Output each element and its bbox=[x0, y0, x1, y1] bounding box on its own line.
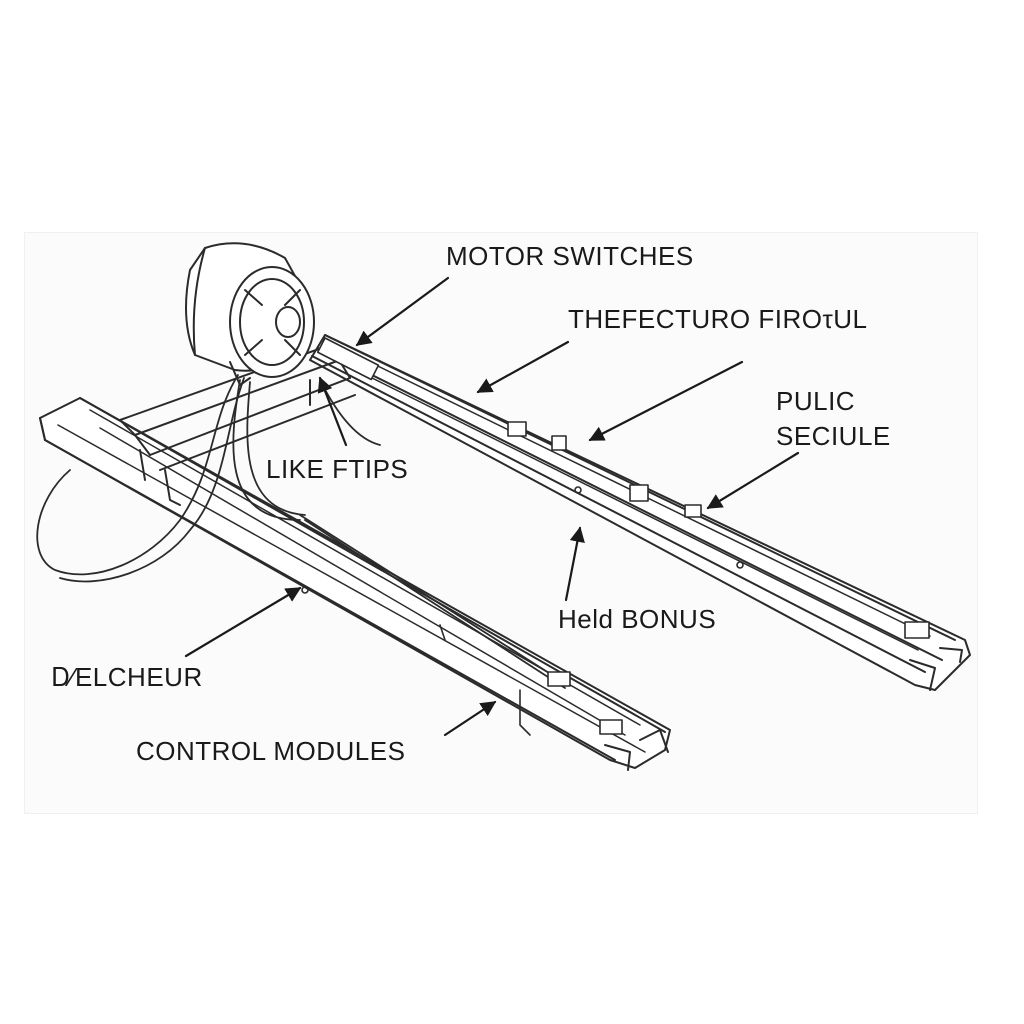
label-thefecturo-firotul: THEFECTURO FIROτUL bbox=[568, 304, 868, 334]
label-pulic-seciule: PULIC SECIULE bbox=[776, 384, 891, 454]
label-held-bonus: Held BONUS bbox=[558, 604, 717, 634]
arrow-like-ftips bbox=[317, 376, 348, 447]
arrow-control-modules bbox=[443, 700, 497, 737]
right-rail bbox=[309, 334, 971, 691]
cable-loop bbox=[36, 374, 566, 689]
label-pulic-seciule-line2: SECIULE bbox=[776, 421, 891, 452]
label-pulic-seciule-line1: PULIC bbox=[776, 386, 856, 416]
arrow-thefecturo bbox=[476, 340, 570, 394]
arrow-pulic-seciule bbox=[706, 451, 800, 510]
arrow-delcheur bbox=[184, 586, 302, 658]
label-like-ftips: LIKE FTIPS bbox=[266, 454, 409, 484]
rail-fittings bbox=[301, 337, 930, 736]
label-delcheur: Ꭰ⁄ELCHEUR bbox=[52, 662, 203, 692]
arrow-held-bonus bbox=[564, 526, 585, 602]
motor-icon bbox=[185, 242, 315, 386]
diagram-panel bbox=[24, 232, 978, 814]
arrow-motor-switches bbox=[355, 276, 450, 347]
label-motor-switches: MOTOR SWITCHES bbox=[446, 241, 694, 271]
label-control-modules: CONTROL MODULES bbox=[136, 736, 406, 766]
leader-arrows bbox=[184, 276, 800, 737]
arrow-thefecturo-2 bbox=[588, 360, 744, 442]
